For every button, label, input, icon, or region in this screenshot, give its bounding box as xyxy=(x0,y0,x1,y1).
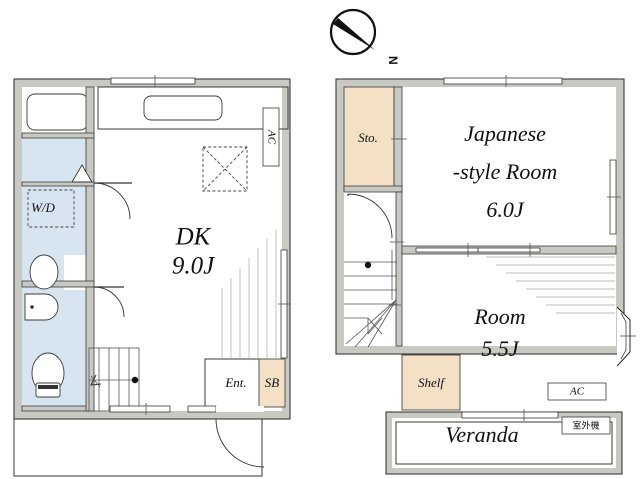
outdoor-unit-label: 室外機 xyxy=(572,420,599,432)
bay-window-2f xyxy=(616,306,636,367)
kitchen-sink-icon xyxy=(143,95,223,121)
north-arrow: N xyxy=(329,8,400,65)
washroom-partition xyxy=(21,181,95,187)
top-window-2f xyxy=(443,77,563,85)
veranda-label: Veranda xyxy=(445,422,518,447)
japanese-room-label-line1: Japanese xyxy=(464,121,546,146)
stair-direction-dot xyxy=(131,376,139,384)
japanese-room-label-line2: -style Room xyxy=(453,159,557,184)
basin-icon xyxy=(29,254,59,290)
staircase-1f xyxy=(88,347,140,412)
hall-door-2f xyxy=(347,193,393,239)
outdoor-unit: 室外機 xyxy=(561,416,611,435)
toilet-icon xyxy=(31,352,65,398)
first-floor-plan: W/D AC DK 9.0J xyxy=(13,75,291,477)
washer-dryer-icon xyxy=(27,189,75,228)
faucet-icon xyxy=(30,305,34,309)
japanese-room-size: 6.0J xyxy=(486,197,525,222)
shelf-box xyxy=(401,354,461,411)
sloped-ceiling-hatch-2f xyxy=(486,256,615,314)
toilet-bottom-wall xyxy=(21,405,95,412)
ac-unit-1f: AC xyxy=(262,107,280,167)
bath-door-marker xyxy=(71,164,93,183)
sliding-door-panel-a xyxy=(415,247,479,253)
hall-door xyxy=(93,286,125,318)
sliding-door-panel-b xyxy=(477,247,541,253)
shelf-label: Shelf xyxy=(418,375,446,390)
bottom-opening-1f xyxy=(187,405,217,413)
hall-partition-2f xyxy=(395,191,403,347)
japanese-room-window xyxy=(607,159,621,235)
ac-label-1f: AC xyxy=(265,129,277,145)
bathtub-icon xyxy=(26,93,89,131)
lavatory-sink-icon xyxy=(24,293,59,321)
second-floor-plan: Veranda Sto. xyxy=(335,75,636,475)
shoe-box xyxy=(258,358,286,408)
storage-box xyxy=(343,86,395,191)
toilet-partition xyxy=(21,280,95,288)
ac-unit-2f: AC xyxy=(547,382,607,401)
kitchen-counter xyxy=(97,86,289,130)
staircase-2f xyxy=(344,250,401,348)
room-label-2f: Room xyxy=(473,304,525,329)
washroom-door xyxy=(93,182,132,220)
bath-partition xyxy=(21,132,95,139)
washer-dryer-label: W/D xyxy=(31,200,55,215)
stair-direction-dot-2f xyxy=(364,261,372,269)
dk-room-size: 9.0J xyxy=(172,253,216,280)
entrance-threshold xyxy=(216,406,264,412)
entrance-door xyxy=(215,418,265,468)
storage-sliding-door xyxy=(393,86,403,191)
kitchen-window xyxy=(110,77,196,85)
storage-bottom-wall xyxy=(343,185,403,193)
veranda-inner-outline xyxy=(395,421,613,465)
sloped-ceiling-hatch-1f xyxy=(221,230,277,358)
storage-label: Sto. xyxy=(358,130,378,145)
bottom-window-1f xyxy=(109,405,171,413)
dk-side-window xyxy=(278,249,290,359)
shoe-box-label: SB xyxy=(265,375,280,390)
room-size-2f: 5.5J xyxy=(481,336,520,361)
ac-label-2f: AC xyxy=(569,386,585,398)
dk-room-label: DK xyxy=(175,224,212,251)
toilet-partition-vertical xyxy=(85,286,95,412)
entrance-label: Ent. xyxy=(224,375,246,390)
compass-north-label: N xyxy=(386,56,400,65)
loft-hatch-icon xyxy=(202,146,248,192)
bottom-window-2f xyxy=(461,411,559,419)
